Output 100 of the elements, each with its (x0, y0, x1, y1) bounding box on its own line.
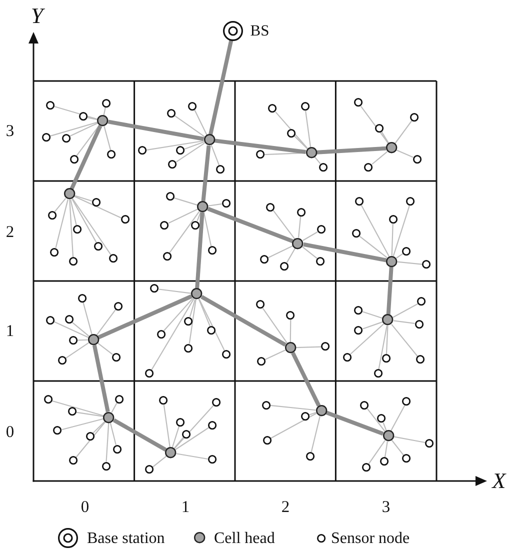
connector-line (174, 436, 184, 449)
open-circle-icon (402, 247, 411, 256)
connector-line (62, 418, 104, 430)
open-circle-icon (138, 146, 146, 155)
connector-line (169, 210, 200, 254)
connector-line (359, 236, 388, 258)
connector-line (392, 303, 418, 318)
filled-circle-icon (191, 288, 202, 300)
connector-line (168, 208, 198, 224)
thick-connector-line (326, 410, 384, 436)
open-circle-icon (114, 394, 124, 404)
connector-line (175, 426, 210, 450)
connector-line (158, 288, 192, 294)
connector-line (302, 246, 318, 259)
connector-line (382, 422, 387, 431)
open-circle-icon (364, 162, 373, 172)
connector-line (82, 302, 92, 334)
thick-connector-line (200, 295, 286, 347)
connector-line (268, 245, 294, 258)
connector-line (163, 298, 194, 332)
tick-label: 2 (6, 224, 14, 240)
open-circle-icon (280, 262, 289, 271)
connector-line (198, 298, 225, 351)
connector-line (386, 326, 388, 354)
connector-line (294, 136, 308, 150)
connector-line (305, 110, 312, 148)
open-circle-icon (70, 155, 78, 164)
connector-line (198, 298, 211, 327)
connector-line (70, 199, 77, 226)
thick-connector-line (214, 138, 306, 154)
connector-line (275, 112, 308, 149)
open-circle-icon (414, 320, 424, 328)
connector-line (188, 299, 196, 344)
connector-line (74, 195, 92, 202)
connector-line (270, 404, 316, 411)
open-circle-icon (69, 336, 78, 345)
filled-circle-icon (64, 188, 75, 200)
open-circle-icon (406, 197, 415, 206)
open-circle-icon (42, 133, 50, 142)
open-circle-icon (184, 344, 193, 352)
filled-circle-icon (382, 314, 394, 326)
open-circle-icon (382, 354, 391, 363)
tick-label: 3 (382, 498, 390, 516)
open-circle-icon (402, 397, 411, 406)
connector-line (194, 110, 208, 136)
connector-line (396, 150, 414, 158)
open-circle-icon (176, 418, 185, 427)
connector-line (76, 124, 100, 156)
connector-line (314, 156, 321, 164)
open-circle-icon (167, 109, 176, 118)
filled-circle-icon (204, 134, 215, 146)
open-circle-icon (69, 257, 78, 266)
open-circle-icon (300, 412, 310, 421)
connector-line (174, 197, 198, 206)
open-circle-icon (68, 407, 76, 416)
open-circle-icon (354, 306, 363, 315)
connector-line (196, 212, 202, 222)
connector-line (174, 405, 214, 449)
thick-connector-line (108, 120, 204, 141)
open-circle-icon (145, 465, 154, 474)
connector-line (391, 224, 394, 256)
connector-line (76, 412, 104, 417)
open-circle-icon (46, 101, 55, 110)
connector-line (110, 422, 116, 445)
filled-circle-icon (306, 147, 317, 158)
open-circle-icon (184, 316, 193, 326)
open-circle-icon (69, 456, 78, 465)
connector-line (74, 196, 122, 218)
tick-label: 0 (6, 424, 14, 440)
tick-label: 0 (80, 498, 90, 516)
filled-circle-icon (97, 115, 108, 126)
open-circle-icon (412, 154, 422, 164)
filled-circle-icon (292, 238, 304, 249)
open-circle-icon (112, 352, 120, 362)
open-circle-icon (50, 248, 59, 256)
connector-line (172, 426, 180, 448)
open-circle-icon (166, 192, 174, 201)
open-circle-icon (287, 128, 296, 138)
axis-label: X (492, 470, 506, 492)
open-circle-icon (150, 284, 159, 293)
thick-connector-line (386, 266, 394, 315)
filled-circle-icon (382, 430, 394, 442)
connector-line (390, 405, 406, 432)
connector-line (391, 324, 418, 357)
open-circle-icon (262, 400, 271, 410)
connector-line (208, 203, 222, 206)
open-circle-icon (208, 420, 217, 430)
open-circle-icon (410, 113, 419, 122)
connector-line (76, 421, 106, 458)
open-circle-icon (266, 202, 275, 212)
connector-line (54, 321, 88, 338)
filled-circle-icon (197, 201, 208, 212)
open-circle-icon (306, 452, 315, 461)
open-circle-icon (317, 225, 326, 234)
open-circle-icon (256, 300, 265, 309)
filled-circle-icon (386, 142, 398, 154)
thick-connector-line (195, 212, 204, 289)
open-circle-icon (94, 242, 103, 251)
connector-line (163, 404, 170, 448)
connector-line (394, 120, 412, 144)
